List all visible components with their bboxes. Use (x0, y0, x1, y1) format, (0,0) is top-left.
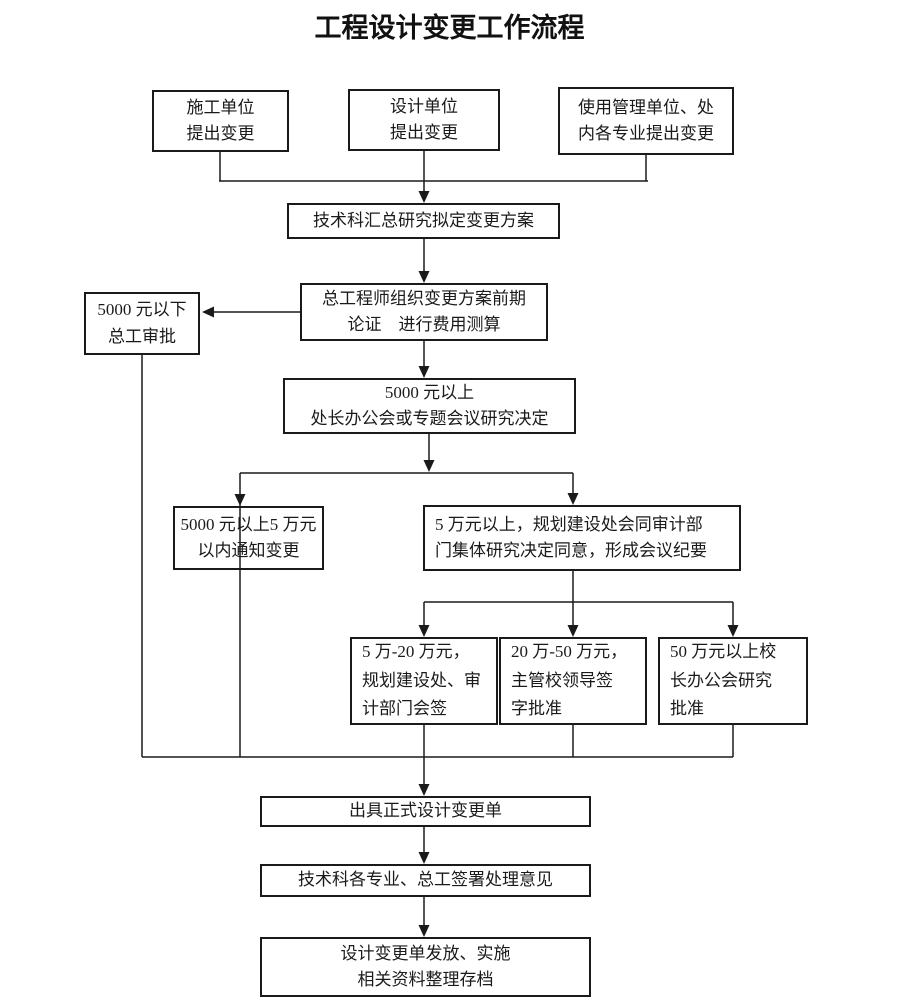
connector-sources-to-tech-draft (219, 151, 648, 203)
connector-over50k-split (418, 571, 739, 637)
node-over-500k-president-approval: 50 万元以上校 长办公会研究 批准 (658, 637, 808, 725)
node-over-5000-meeting-decision: 5000 元以上 处长办公会或专题会议研究决定 (283, 378, 576, 434)
node-5000-to-50000-notify: 5000 元以上5 万元 以内通知变更 (173, 506, 324, 570)
connector-tech-draft-to-chief (418, 239, 430, 283)
node-under-5000-approval: 5000 元以下 总工审批 (84, 292, 200, 355)
node-distribute-and-archive: 设计变更单发放、实施 相关资料整理存档 (260, 937, 591, 997)
node-usage-management-unit: 使用管理单位、处 内各专业提出变更 (558, 87, 734, 155)
connector-issue-to-sign (418, 827, 430, 864)
connector-over5k-split (234, 434, 579, 757)
connector-chief-to-under5k (202, 306, 300, 318)
node-over-50000-joint-decision: 5 万元以上，规划建设处会同审计部 门集体研究决定同意，形成会议纪要 (423, 505, 741, 571)
node-sign-handling-opinions: 技术科各专业、总工签署处理意见 (260, 864, 591, 897)
connector-merge-collector (141, 355, 734, 796)
node-construction-unit: 施工单位 提出变更 (152, 90, 289, 152)
diagram-title: 工程设计变更工作流程 (314, 13, 585, 43)
node-chief-engineer-review: 总工程师组织变更方案前期 论证 进行费用测算 (300, 283, 548, 341)
node-tech-section-draft-plan: 技术科汇总研究拟定变更方案 (287, 203, 560, 239)
node-50k-200k-countersign: 5 万-20 万元， 规划建设处、审 计部门会签 (350, 637, 498, 725)
node-design-unit: 设计单位 提出变更 (348, 89, 500, 151)
connector-sign-to-archive (418, 897, 430, 937)
connector-chief-to-over5k (418, 341, 430, 378)
node-issue-change-order: 出具正式设计变更单 (260, 796, 591, 827)
node-200k-500k-leader-sign: 20 万-50 万元， 主管校领导签 字批准 (499, 637, 647, 725)
